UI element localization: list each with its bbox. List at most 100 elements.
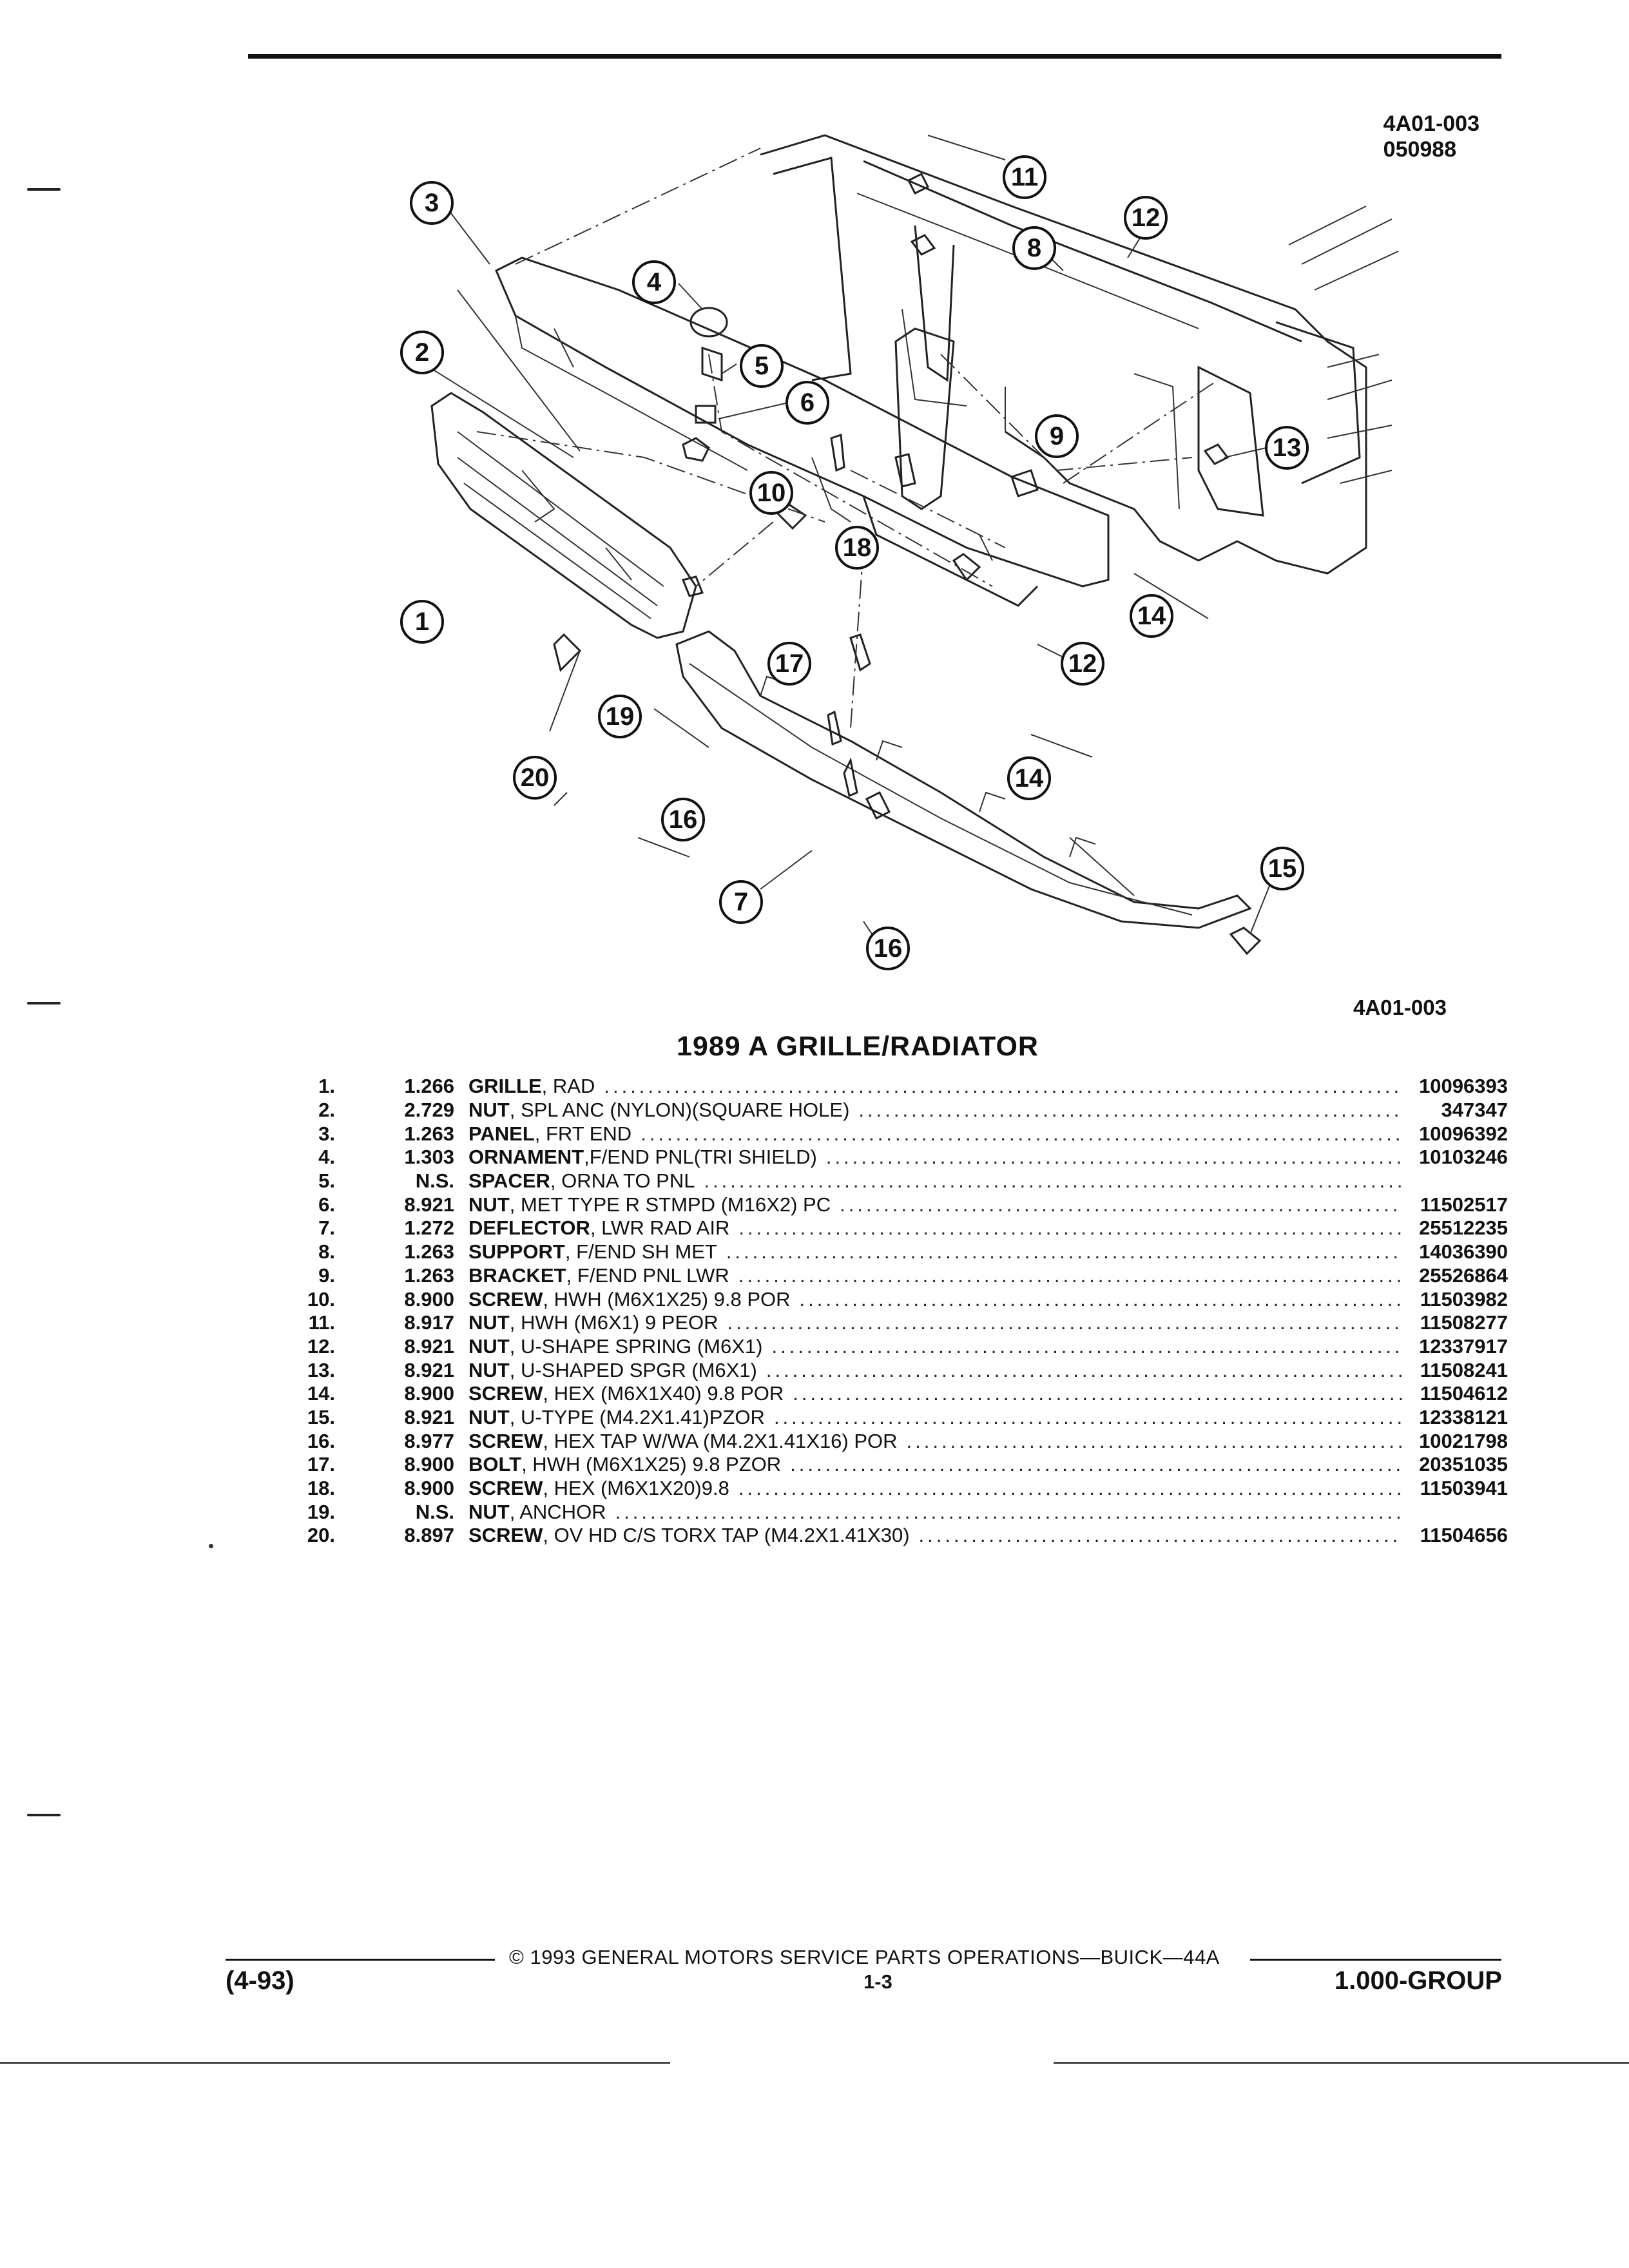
group-number: 1.266 <box>404 1075 454 1098</box>
item-number: 13. <box>307 1358 335 1381</box>
part-detail: , U-SHAPED SPGR (M6X1) <box>509 1358 757 1381</box>
item-number: 14. <box>307 1382 335 1405</box>
parts-row: 20. 8.897 SCREW , OV HD C/S TORX TAP (M4.2… <box>284 1524 1508 1548</box>
part-detail: , ANCHOR <box>509 1500 606 1523</box>
svg-text:16: 16 <box>874 934 903 963</box>
part-name: SCREW <box>468 1429 543 1452</box>
top-rule <box>248 54 1501 59</box>
dot-leader: ........................................… <box>773 1405 1402 1428</box>
part-number: 11503982 <box>1420 1287 1508 1311</box>
svg-text:5: 5 <box>755 352 769 380</box>
svg-text:9: 9 <box>1050 422 1064 450</box>
callout-1: 1 <box>400 600 444 644</box>
dot-leader: ........................................… <box>615 1500 1402 1523</box>
part-description: NUT , SPL ANC (NYLON)(SQUARE HOLE)......… <box>468 1099 1411 1122</box>
part-detail: , FRT END <box>534 1122 632 1145</box>
svg-text:16: 16 <box>669 805 698 834</box>
group-number: 8.897 <box>404 1524 454 1547</box>
part-description: BRACKET , F/END PNL LWR.................… <box>468 1264 1411 1287</box>
lower-deflector-drawing <box>675 630 1252 929</box>
group-number: N.S. <box>415 1500 454 1523</box>
part-detail: ,F/END PNL(TRI SHIELD) <box>584 1146 817 1169</box>
fastener-drawings <box>553 172 1262 956</box>
footer-rule-right <box>1250 1959 1501 1961</box>
page-title: 1989 A GRILLE/RADIATOR <box>677 1031 1039 1062</box>
callout-14: 14 <box>1130 594 1173 638</box>
part-number: 347347 <box>1441 1099 1508 1122</box>
group-number: 8.900 <box>404 1453 454 1476</box>
part-description: NUT , MET TYPE R STMPD (M16X2) PC.......… <box>468 1193 1411 1216</box>
part-name: NUT <box>468 1405 510 1428</box>
svg-text:11: 11 <box>1011 163 1038 191</box>
part-description: NUT , U-SHAPED SPGR (M6X1)..............… <box>468 1359 1411 1382</box>
item-number: 4. <box>318 1146 335 1169</box>
item-number: 8. <box>318 1240 335 1264</box>
callout-13: 13 <box>1265 426 1309 470</box>
part-description: ORNAMENT ,F/END PNL(TRI SHIELD).........… <box>468 1146 1411 1169</box>
part-number: 11508277 <box>1420 1311 1508 1334</box>
bottom-rule-left <box>0 2062 670 2064</box>
item-number: 19. <box>307 1500 335 1523</box>
svg-text:18: 18 <box>843 533 872 562</box>
group-number: 1.272 <box>404 1216 454 1240</box>
part-number: 25512235 <box>1419 1216 1508 1240</box>
footer-rule-left <box>226 1959 495 1961</box>
item-number: 9. <box>318 1264 335 1287</box>
item-number: 3. <box>318 1122 335 1145</box>
part-number: 11508241 <box>1420 1358 1508 1381</box>
part-description: SCREW , OV HD C/S TORX TAP (M4.2X1.41X30… <box>468 1524 1411 1547</box>
part-name: BOLT <box>468 1453 522 1476</box>
callout-20: 20 <box>513 756 557 800</box>
radiator-support-drawing <box>760 134 1399 575</box>
part-number: 10103246 <box>1419 1146 1508 1169</box>
item-number: 1. <box>318 1075 335 1098</box>
item-number: 16. <box>307 1429 335 1452</box>
support-drawing <box>894 327 955 510</box>
callout-15: 15 <box>1260 847 1304 890</box>
part-name: BRACKET <box>468 1264 566 1287</box>
front-panel-drawing <box>495 256 1110 607</box>
dot-leader: ........................................… <box>766 1358 1402 1381</box>
svg-text:19: 19 <box>606 702 635 731</box>
item-number: 20. <box>307 1524 335 1547</box>
exploded-grille-radiator-diagram: 11 3 12 8 4 2 5 6 9 13 10 18 14 1 12 17 … <box>400 134 1399 970</box>
svg-text:14: 14 <box>1015 764 1044 793</box>
group-number: 8.977 <box>404 1429 454 1452</box>
group-number: 8.921 <box>404 1334 454 1358</box>
part-detail: , HWH (M6X1) 9 PEOR <box>509 1311 718 1334</box>
item-number: 7. <box>318 1216 335 1240</box>
callout-12: 12 <box>1061 642 1104 686</box>
dot-leader: ........................................… <box>704 1169 1402 1193</box>
callout-5: 5 <box>740 344 784 388</box>
part-description: DEFLECTOR , LWR RAD AIR.................… <box>468 1216 1411 1240</box>
callout-7: 7 <box>719 880 763 924</box>
callout-10: 10 <box>749 471 793 515</box>
callout-12: 12 <box>1124 196 1168 240</box>
svg-text:17: 17 <box>775 649 804 678</box>
dot-leader: ........................................… <box>738 1216 1402 1240</box>
parts-row: 19. N.S. NUT , ANCHOR.....................… <box>284 1500 1508 1524</box>
callout-17: 17 <box>767 642 811 686</box>
svg-text:12: 12 <box>1068 649 1097 678</box>
footer-date: (4-93) <box>226 1966 294 1995</box>
part-description: NUT , HWH (M6X1) 9 PEOR.................… <box>468 1311 1411 1334</box>
part-description: SPACER , ORNA TO PNL....................… <box>468 1169 1411 1193</box>
bottom-rule-right <box>1054 2062 1629 2064</box>
dot-leader: ........................................… <box>641 1122 1402 1145</box>
group-number: 8.921 <box>404 1193 454 1216</box>
part-description: SCREW , HWH (M6X1X25) 9.8 POR...........… <box>468 1288 1411 1311</box>
part-number: 10021798 <box>1419 1429 1508 1452</box>
callout-16: 16 <box>661 798 705 841</box>
part-description: NUT , ANCHOR............................… <box>468 1501 1411 1524</box>
part-description: BOLT , HWH (M6X1X25) 9.8 PZOR...........… <box>468 1453 1411 1476</box>
item-number: 2. <box>318 1099 335 1122</box>
